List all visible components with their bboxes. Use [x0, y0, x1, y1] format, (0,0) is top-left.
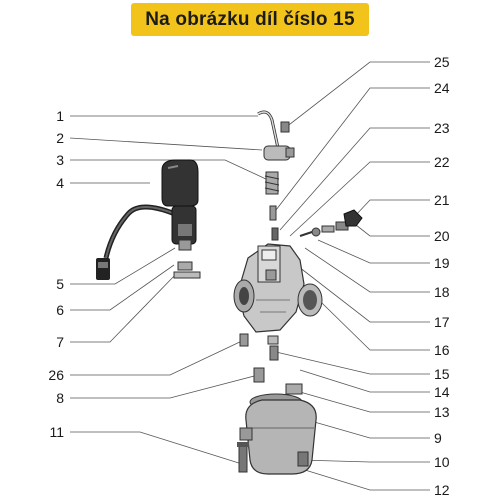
- part-long-screw: [237, 442, 249, 473]
- callout-20: 20: [434, 228, 450, 244]
- callout-23: 23: [434, 120, 450, 136]
- part-spring: [264, 171, 280, 195]
- callout-3: 3: [56, 152, 64, 168]
- callout-26: 26: [48, 367, 64, 383]
- part-tube: [257, 110, 280, 149]
- callout-18: 18: [434, 284, 450, 300]
- callout-13: 13: [434, 404, 450, 420]
- callout-14: 14: [434, 384, 450, 400]
- part-choke: [96, 204, 197, 280]
- callout-24: 24: [434, 80, 450, 96]
- title-banner: Na obrázku díl číslo 15: [131, 3, 369, 36]
- part-banjo: [263, 145, 295, 161]
- callout-15: 15: [434, 366, 450, 382]
- callout-12: 12: [434, 482, 450, 498]
- callout-numbers-left: 1 2 3 4 5 6 7 26 8 11: [48, 108, 64, 440]
- callout-19: 19: [434, 255, 450, 271]
- banner-title: Na obrázku díl číslo 15: [145, 8, 355, 30]
- callout-1: 1: [56, 108, 64, 124]
- callout-6: 6: [56, 302, 64, 318]
- callout-8: 8: [56, 390, 64, 406]
- part-float-bowl: [239, 383, 317, 475]
- callout-7: 7: [56, 334, 64, 350]
- callout-2: 2: [56, 130, 64, 146]
- part-screw-25: [280, 121, 290, 133]
- callout-25: 25: [434, 54, 450, 70]
- callout-5: 5: [56, 276, 64, 292]
- callout-numbers-right: 25 24 23 22 21 20 19 18 17 16 15 14 13 9…: [434, 54, 450, 498]
- callout-16: 16: [434, 342, 450, 358]
- part-cap: [161, 159, 199, 207]
- callout-10: 10: [434, 454, 450, 470]
- callout-4: 4: [56, 175, 64, 191]
- callout-17: 17: [434, 314, 450, 330]
- part-needle: [269, 205, 279, 241]
- callout-22: 22: [434, 154, 450, 170]
- part-idle-screw: [299, 209, 363, 237]
- part-fittings: [239, 333, 279, 383]
- callout-21: 21: [434, 192, 450, 208]
- leader-lines-left: [69, 115, 269, 465]
- callout-11: 11: [49, 424, 64, 440]
- part-carburetor-body: [233, 243, 323, 333]
- part-clip: [173, 261, 201, 279]
- callout-9: 9: [434, 430, 442, 446]
